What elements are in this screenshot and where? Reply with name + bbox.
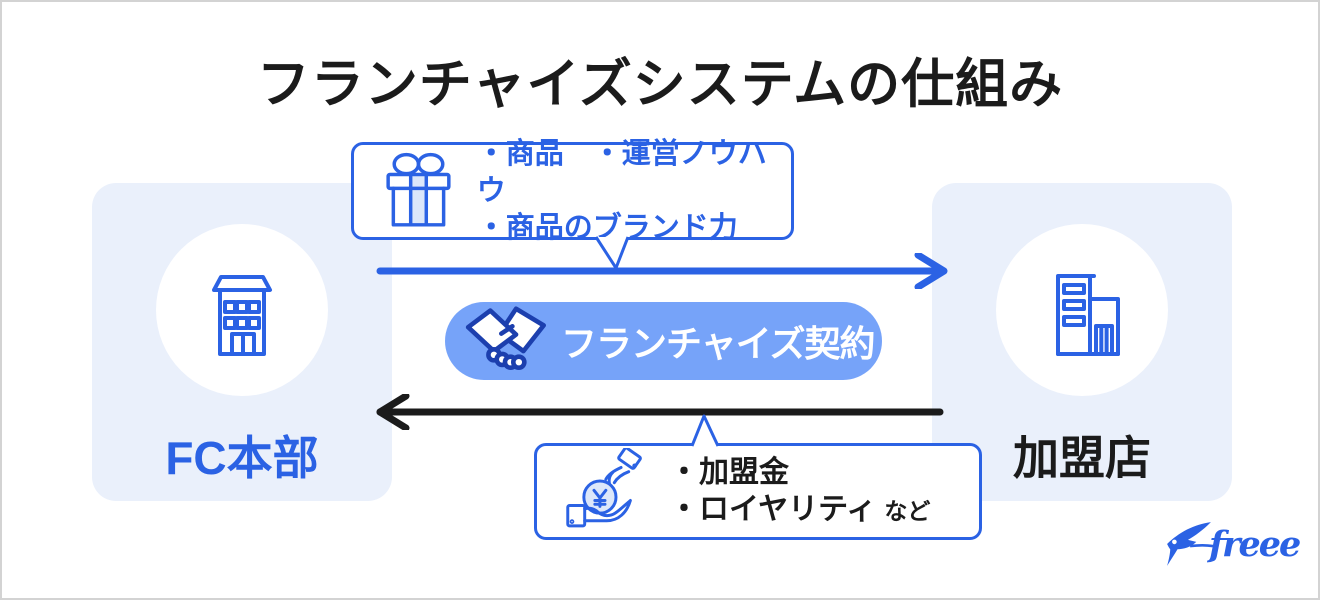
payment-callout-line1: ・加盟金 — [669, 455, 789, 489]
payment-callout-line2: ・ロイヤリティ — [669, 492, 877, 526]
headquarters-label: FC本部 — [165, 432, 319, 484]
payment-arrow — [376, 394, 944, 430]
contract-label: フランチャイズ契約 — [561, 323, 876, 364]
freee-logo: freee — [1165, 520, 1301, 568]
payment-callout-tail — [690, 414, 720, 447]
store-building-icon — [1056, 274, 1120, 356]
provide-callout-tail — [594, 236, 630, 270]
provide-arrow — [376, 253, 948, 289]
franchisee-label: 加盟店 — [1013, 432, 1151, 484]
money-hand-icon — [566, 447, 642, 527]
contract-pill: フランチャイズ契約 — [445, 302, 882, 380]
handshake-icon — [465, 306, 546, 371]
provide-callout-line1: ・商品 ・運営ノウハウ — [476, 137, 767, 207]
swallow-icon — [1167, 522, 1213, 566]
freee-logo-text: freee — [1209, 523, 1301, 565]
diagram-title: フランチャイズシステムの仕組み — [256, 55, 1064, 114]
payment-callout-suffix: など — [884, 497, 931, 524]
gift-icon — [386, 152, 451, 227]
payment-callout: ・加盟金 ・ロイヤリティ など — [534, 443, 982, 540]
office-building-icon — [212, 275, 272, 356]
provide-callout: ・商品 ・運営ノウハウ ・商品のブランド力 — [351, 138, 794, 244]
